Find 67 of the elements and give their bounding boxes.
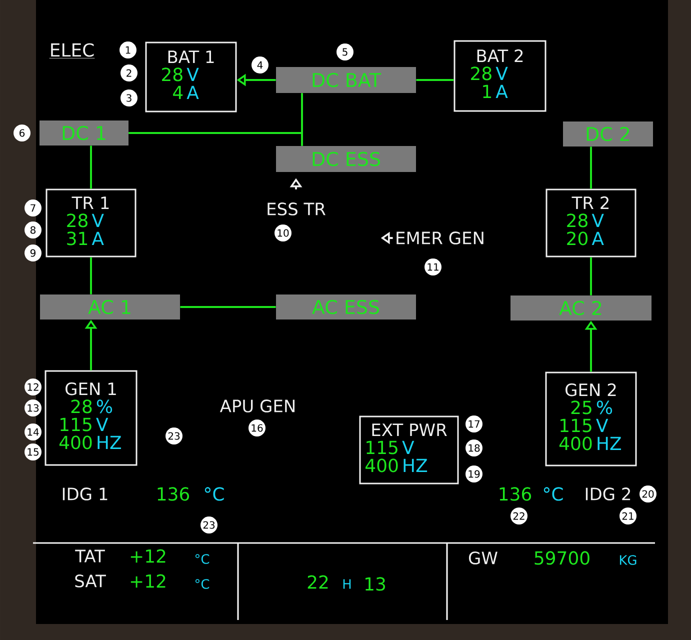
reading-value: 13 [366, 577, 385, 591]
label-text: APU GEN [220, 400, 294, 412]
callout-number: 19 [466, 466, 482, 482]
readout-box: BAT 1 28 V 4 A [145, 42, 237, 112]
callout-number: 1 [120, 42, 136, 58]
callout-number: 6 [14, 124, 30, 142]
bus-bar: DC 2 [563, 122, 653, 146]
callout-number: 7 [24, 200, 42, 216]
connector-line [180, 306, 276, 308]
callout-number: 13 [24, 400, 42, 416]
connector-line [416, 79, 454, 81]
unit-text: °C [195, 554, 210, 564]
callout-number: 22 [510, 508, 528, 524]
callout-number: 12 [24, 378, 42, 396]
source-label: ESS TR [268, 202, 326, 216]
unit-text: °C [204, 487, 224, 501]
readout-box: TR 2 28 V 20 A [546, 188, 636, 258]
callout-number: 9 [24, 244, 42, 262]
callout-number: 18 [466, 440, 482, 456]
readout-box: GEN 2 25 % 115 V 400 HZ [545, 372, 637, 466]
connector-line [90, 146, 92, 189]
callout-number: 23 [200, 516, 218, 534]
callout-number: 5 [336, 44, 354, 60]
reading-value: 136 [500, 487, 532, 501]
callout-number: 2 [120, 64, 138, 82]
label-text: IDG 2 [586, 488, 630, 500]
bus-bar: DC ESS [276, 146, 416, 172]
reading-value: 59700 [534, 551, 590, 565]
connector-line [590, 146, 592, 189]
callout-number: 4 [252, 56, 268, 74]
callout-number: 16 [248, 420, 266, 436]
bus-bar: AC 2 [510, 296, 652, 320]
bus-bar: AC 1 [40, 294, 180, 320]
readout-box: TR 1 28 V 31 A [46, 188, 136, 258]
callout-number: 23 [166, 428, 182, 444]
bus-bar: AC ESS [276, 294, 416, 320]
unit-text: °C [195, 579, 210, 589]
unit-text: °C [544, 487, 563, 501]
callout-number: 10 [274, 224, 292, 242]
callout-number: 15 [24, 444, 42, 460]
bus-bar: DC BAT [276, 67, 416, 93]
connector-line [90, 257, 92, 294]
connector-line [590, 257, 592, 296]
callout-number: 3 [120, 90, 138, 106]
unit-text: H [343, 579, 351, 589]
callout-number: 11 [424, 258, 442, 276]
label-text: TAT [75, 550, 105, 562]
reading-value: +12 [130, 574, 166, 588]
bus-bar: DC 1 [40, 120, 128, 146]
readout-box: BAT 2 28 V 1 A [454, 40, 546, 112]
callout-number: 14 [24, 424, 42, 440]
unit-text: KG [620, 555, 636, 565]
connector-line [128, 132, 303, 146]
reading-value: 136 [158, 487, 190, 501]
callout-number: 20 [640, 486, 656, 502]
reading-value: 22 [308, 575, 328, 589]
label-text: SAT [75, 574, 106, 588]
readout-box: GEN 1 28 % 115 V 400 HZ [44, 370, 138, 466]
page-title: ELEC [49, 43, 95, 58]
label-text: GW [468, 552, 498, 564]
callout-number: 8 [24, 222, 42, 238]
label-text: IDG 1 [62, 488, 108, 500]
reading-value: +12 [130, 549, 166, 563]
callout-number: 17 [466, 416, 482, 432]
source-label: EMER GEN [396, 232, 484, 244]
callout-number: 21 [620, 508, 636, 524]
readout-box: EXT PWR 115 V 400 HZ [359, 416, 459, 484]
